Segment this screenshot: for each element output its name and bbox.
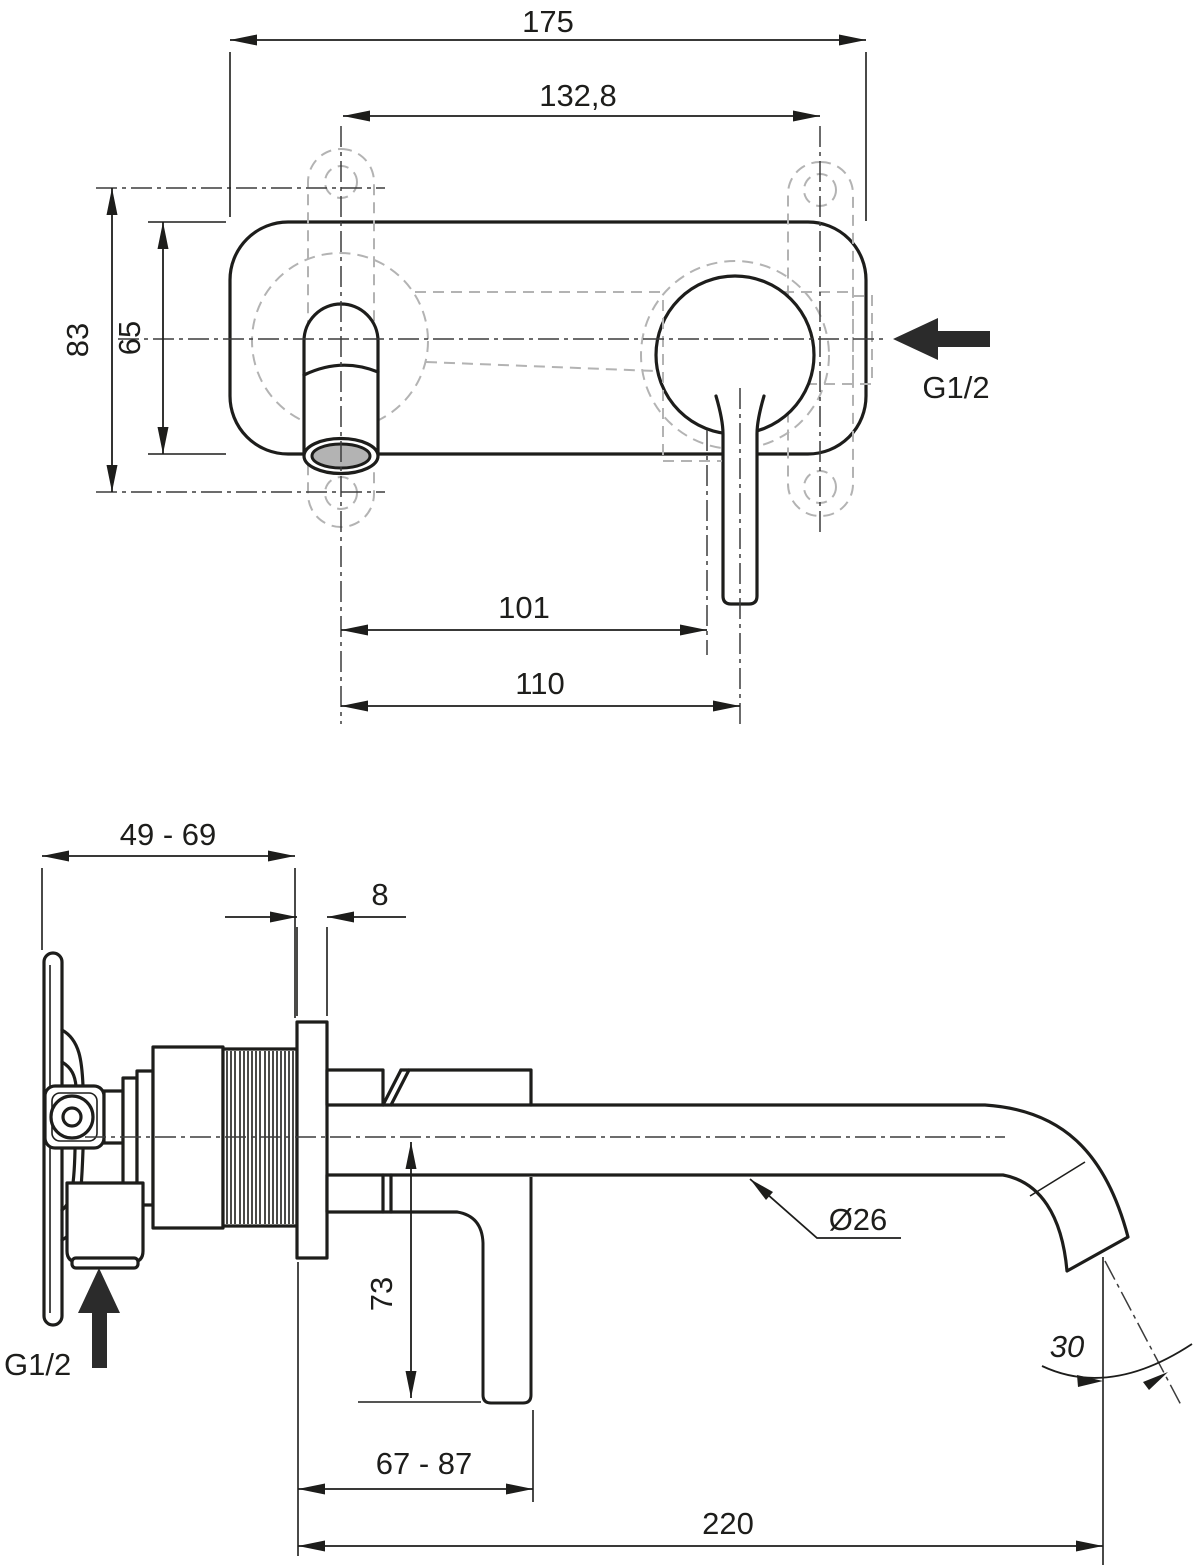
- inlet-port-bore: [61, 1106, 83, 1128]
- inlet-thread-label-side: G1/2: [4, 1347, 71, 1382]
- valve-lower-lip: [70, 1256, 140, 1270]
- dim-lever-projection: 67 - 87: [298, 1446, 533, 1495]
- side-view-centerlines: [85, 1136, 1182, 1406]
- angle-arc: [1041, 1343, 1193, 1379]
- dim-label-spout-diameter: Ø26: [829, 1202, 888, 1237]
- hidden-body-lines-ghost: [415, 291, 853, 385]
- trim-upper-step: [325, 1068, 385, 1107]
- lever-side: [381, 1173, 533, 1405]
- inlet-flow-arrow-icon-side: [78, 1268, 120, 1368]
- dim-lever-drop: 73: [364, 1142, 417, 1398]
- side-view-dimensions: 49 - 69 8 73 67 - 87 220: [4, 817, 1193, 1565]
- side-view: 49 - 69 8 73 67 - 87 220: [4, 817, 1193, 1565]
- dim-label-spout-to-lever-axis: 110: [515, 666, 564, 701]
- spout-diameter-leader: [749, 1178, 901, 1239]
- dim-label-spout-to-lever: 101: [498, 590, 550, 625]
- spout-side: [381, 1103, 1130, 1273]
- dim-label-lever-projection: 67 - 87: [376, 1446, 473, 1481]
- spout-tube: [381, 1103, 1130, 1273]
- trim-lower-step: [325, 1173, 385, 1214]
- dim-spout-to-lever: 101: [341, 590, 707, 636]
- dim-label-mounting-hole-spacing: 132,8: [539, 78, 617, 113]
- extension-lines-side: [41, 868, 1104, 1565]
- inlet-thread-label-front: G1/2: [922, 370, 989, 405]
- inlet-annotation-side: G1/2: [4, 1268, 120, 1382]
- hidden-body-edge-ghost: [662, 300, 722, 462]
- angle-arrowhead-left: [1077, 1375, 1103, 1387]
- dim-label-spout-reach: 220: [702, 1506, 754, 1541]
- bracket-arms: [60, 1028, 85, 1242]
- dim-mounting-hole-spacing: 132,8: [343, 78, 820, 122]
- dim-spout-to-lever-axis: 110: [341, 666, 740, 712]
- front-view-dimensions: 175 132,8 83 65 101 110: [60, 4, 990, 712]
- dim-spout-diameter: Ø26: [749, 1178, 901, 1239]
- dim-label-plate-thickness: 8: [371, 877, 388, 912]
- spout-tip-axis-centerline: [1104, 1260, 1182, 1406]
- cartridge-housing-top: [399, 1068, 533, 1107]
- inlet-flow-arrow-icon: [893, 318, 990, 360]
- inlet-annotation-front: G1/2: [893, 318, 990, 405]
- dim-label-rough-in-depth: 49 - 69: [120, 817, 217, 852]
- angle-arrowhead-right: [1143, 1372, 1168, 1390]
- lever-arm: [456, 1177, 533, 1405]
- dim-plate-height: 65: [112, 222, 169, 454]
- dim-spout-angle: 30: [1041, 1329, 1193, 1390]
- rough-in-valve: [42, 951, 299, 1327]
- trim-side: [295, 1020, 533, 1260]
- dim-total-width: 175: [230, 4, 866, 46]
- front-view: 175 132,8 83 65 101 110: [60, 4, 990, 724]
- dim-label-total-height: 83: [60, 323, 95, 357]
- body-joint-lines: [381, 1068, 411, 1107]
- inlet-stub-ghost: [852, 295, 873, 385]
- valve-body-ghost-circle: [251, 252, 429, 430]
- wall-plate-side: [295, 1020, 329, 1260]
- dim-label-plate-height: 65: [112, 321, 147, 355]
- valve-collar-1: [102, 1089, 125, 1145]
- dim-spout-reach: 220: [298, 1506, 1103, 1552]
- extension-lines: [148, 52, 867, 455]
- valve-lower-block: [65, 1181, 145, 1264]
- dim-total-height: 83: [60, 188, 118, 492]
- spout-bend-seam: [1029, 1161, 1086, 1197]
- leader-arrowhead: [750, 1179, 773, 1200]
- dim-plate-thickness: 8: [225, 877, 406, 923]
- dim-rough-in-depth: 49 - 69: [42, 817, 295, 862]
- front-view-centerlines: [96, 126, 888, 724]
- dim-label-total-width: 175: [522, 4, 574, 39]
- dim-label-spout-angle: 30: [1050, 1329, 1084, 1364]
- dim-label-lever-drop: 73: [364, 1277, 399, 1311]
